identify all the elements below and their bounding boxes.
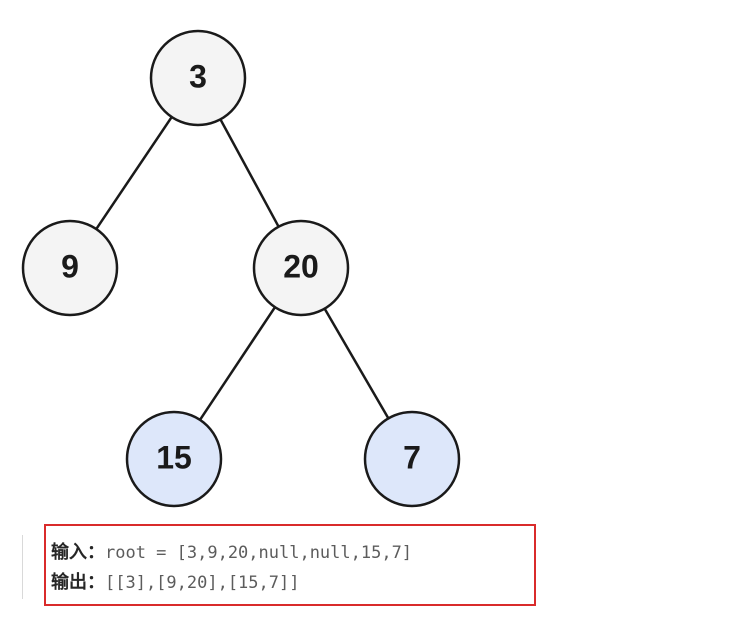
tree-node-circle	[125, 410, 223, 508]
code-block-rule	[22, 535, 23, 599]
tree-node-label: 3	[189, 58, 207, 94]
binary-tree-diagram: 3 9 20 15 7	[21, 29, 461, 508]
input-value: root = [3,9,20,null,null,15,7]	[105, 543, 413, 563]
tree-node-20: 20	[252, 219, 350, 317]
tree-node-circle	[363, 410, 461, 508]
tree-node-9: 9	[21, 219, 119, 317]
example-box: 输入：root = [3,9,20,null,null,15,7] 输出：[[3…	[44, 524, 536, 606]
tree-node-label: 9	[61, 248, 79, 284]
tree-node-7: 7	[363, 410, 461, 508]
output-label: 输出：	[51, 572, 105, 593]
tree-node-circle	[21, 219, 119, 317]
tree-node-label: 7	[403, 439, 421, 475]
tree-node-circle	[252, 219, 350, 317]
input-label: 输入：	[51, 542, 105, 563]
tree-edge-n20-n15	[198, 306, 277, 421]
input-line: 输入：root = [3,9,20,null,null,15,7]	[51, 538, 534, 568]
tree-node-3: 3	[149, 29, 247, 127]
tree-node-label: 15	[156, 439, 192, 475]
tree-edge-n20-n7	[323, 308, 390, 419]
tree-edge-n3-n9	[95, 116, 173, 230]
tree-node-15: 15	[125, 410, 223, 508]
output-line: 输出：[[3],[9,20],[15,7]]	[51, 568, 534, 598]
tree-node-label: 20	[283, 248, 319, 284]
tree-node-circle	[149, 29, 247, 127]
tree-edge-n3-n20	[219, 118, 280, 228]
output-value: [[3],[9,20],[15,7]]	[105, 573, 300, 593]
